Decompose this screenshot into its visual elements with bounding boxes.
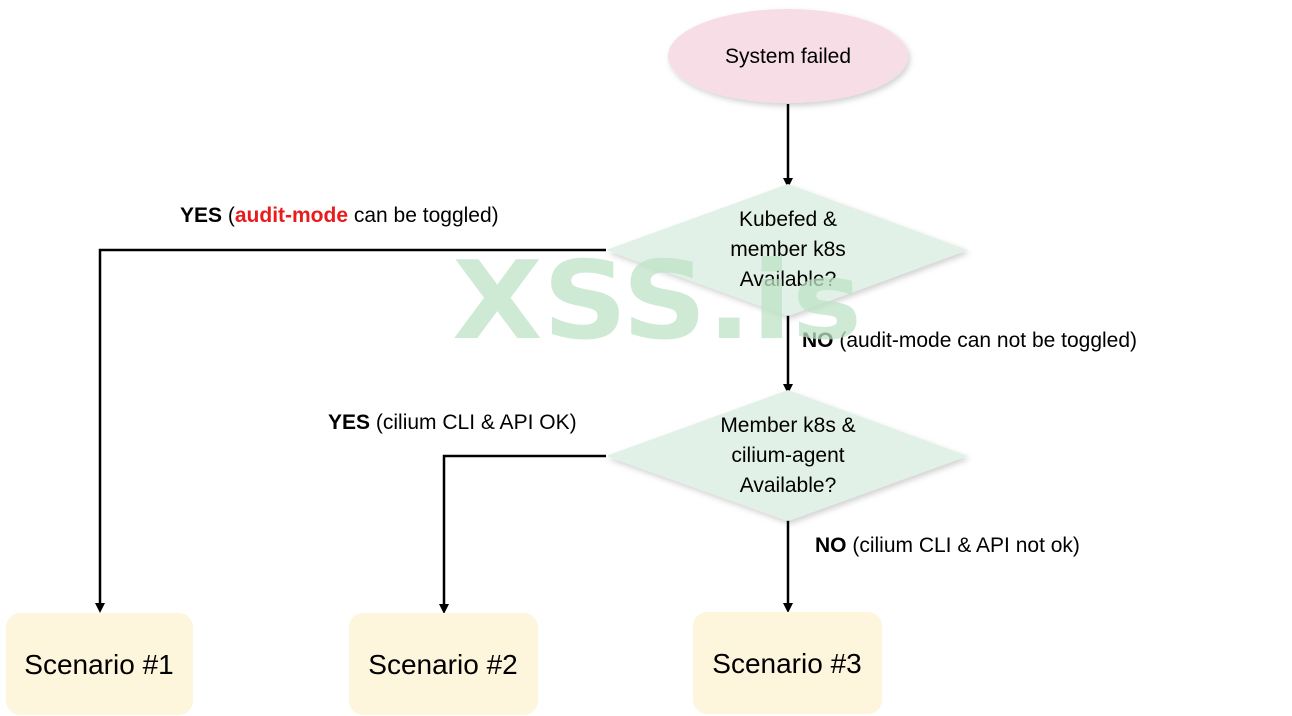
decision2-yes-rest: (cilium CLI & API OK): [370, 411, 577, 434]
edge-decision1-yes: [95, 248, 606, 613]
decision2-no-label: NO (cilium CLI & API not ok): [815, 534, 1080, 557]
scenario2-label: Scenario #2: [368, 649, 517, 680]
start-ellipse: [668, 9, 908, 103]
decision1-yes-open: (: [222, 204, 235, 227]
start-node: System failed: [668, 9, 908, 103]
watermark: XSS.is: [452, 239, 862, 364]
decision1-no-answer: NO: [802, 329, 834, 352]
decision2-line1: Member k8s &: [720, 414, 855, 437]
decision1-node: Kubefed & member k8s Available?: [606, 184, 968, 316]
decision1-line3: Available?: [740, 268, 837, 291]
decision1-yes-label: YES (audit-mode can be toggled): [180, 204, 499, 227]
decision1-line2: member k8s: [730, 238, 846, 261]
decision2-line3: Available?: [740, 474, 837, 497]
decision1-yes-highlight: audit-mode: [235, 204, 348, 227]
scenario3-box: [693, 612, 882, 714]
decision2-line2: cilium-agent: [731, 444, 844, 467]
decision2-node: Member k8s & cilium-agent Available?: [606, 390, 968, 521]
scenario1-box: [6, 613, 193, 715]
scenario1-node: Scenario #1: [6, 613, 193, 715]
scenario2-node: Scenario #2: [349, 613, 538, 715]
decision1-yes-answer: YES: [180, 204, 222, 227]
scenario3-label: Scenario #3: [712, 648, 861, 679]
decision2-no-answer: NO: [815, 534, 847, 557]
scenario1-label: Scenario #1: [24, 649, 173, 680]
edge-decision2-yes: [439, 454, 606, 614]
scenario3-node: Scenario #3: [693, 612, 882, 714]
connectors: [95, 104, 793, 614]
decision2-no-rest: (cilium CLI & API not ok): [847, 534, 1080, 557]
decision2-yes-label: YES (cilium CLI & API OK): [328, 411, 577, 434]
decision1-no-label: NO (audit-mode can not be toggled): [802, 329, 1137, 352]
decision1-no-rest: (audit-mode can not be toggled): [834, 329, 1138, 352]
decision1-line1: Kubefed &: [739, 208, 837, 231]
scenario2-box: [349, 613, 538, 715]
decision1-yes-rest: can be toggled): [348, 204, 499, 227]
start-label: System failed: [725, 45, 851, 68]
decision2-diamond: [606, 390, 968, 521]
decision2-yes-answer: YES: [328, 411, 370, 434]
decision1-diamond: [606, 184, 968, 316]
